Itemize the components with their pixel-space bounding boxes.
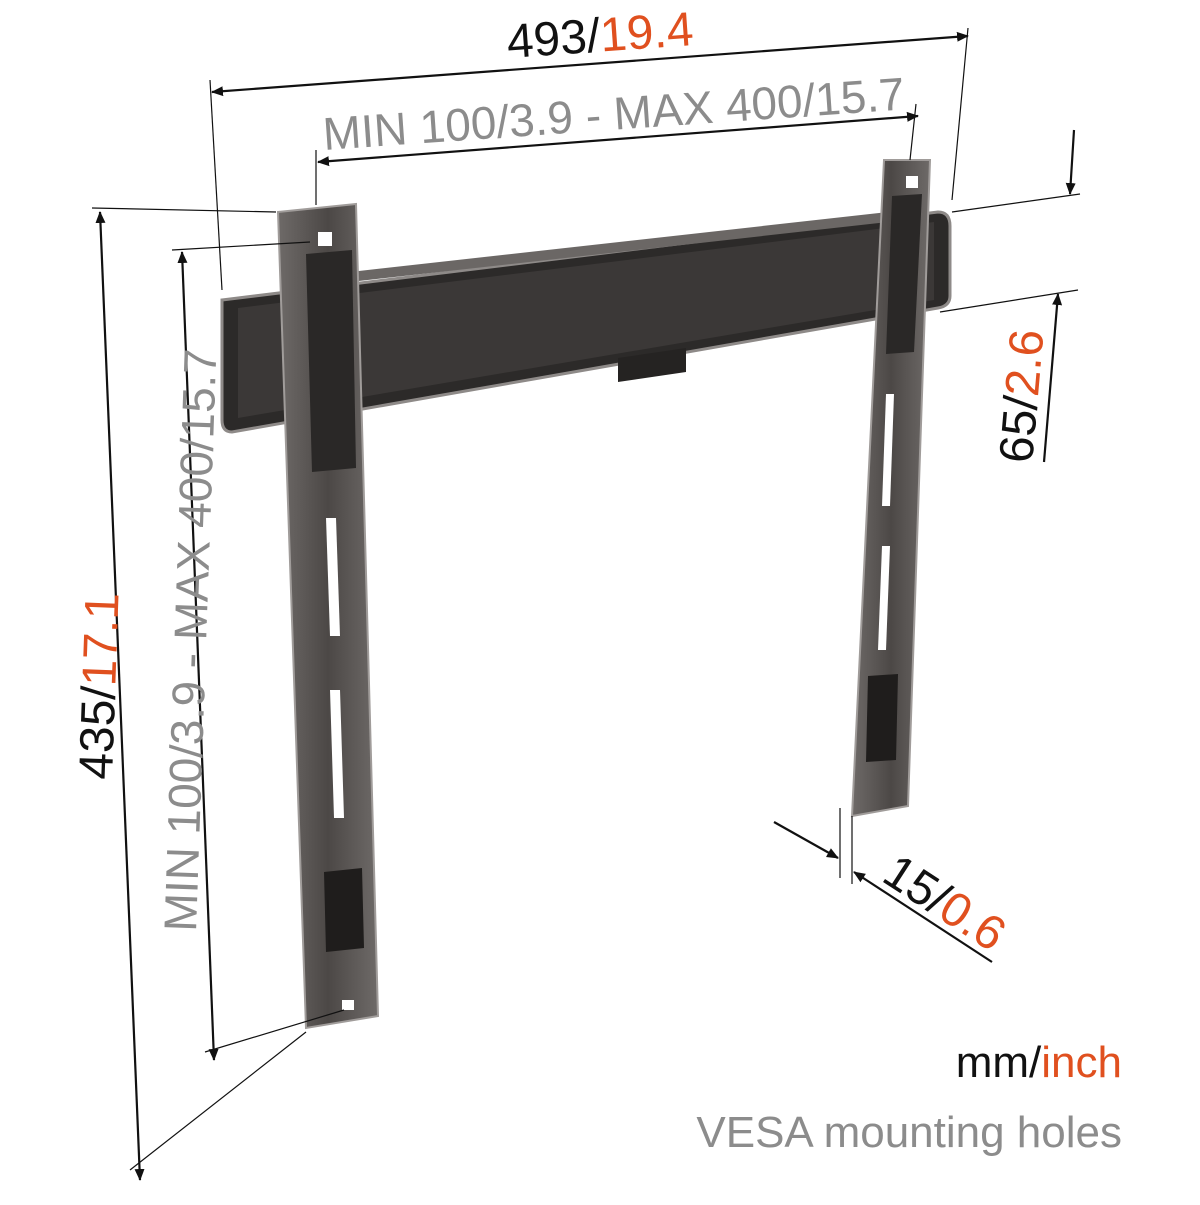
dim-depth-line-bottom [1042,293,1063,463]
left-rail-pad [306,250,356,472]
dim-vesa-v-line [177,251,219,1061]
left-rail-hole-bottom [342,1000,354,1010]
dim-vesa-v-ext-bottom [204,1009,345,1053]
dim-height-line [95,211,145,1181]
legend-units: mm/inch [956,1038,1122,1088]
left-rail-slot-2 [330,690,344,818]
dim-height-ext-top [91,207,277,213]
right-rail-lock [866,674,898,762]
right-rail-pad [886,194,922,354]
left-rail-slot-1 [326,518,340,636]
dim-vesa-v-ext-top [171,241,311,251]
legend-units-inch: inch [1041,1038,1122,1087]
dim-vesa-vertical: MIN 100/3.9 - MAX 400/15.7 [154,241,345,1061]
dim-profile-depth: 15/0.6 [773,808,1015,963]
dim-vesa-h-min-inch: 3.9 [507,91,574,147]
dim-height: 435/17.1 [70,207,307,1181]
dim-vesa-h-ext-right [909,103,917,161]
dim-width-mm: 493/ [505,10,603,69]
dim-width-ext-left [209,79,223,291]
dim-profile-line-out [853,871,993,963]
right-rail [850,159,932,818]
dim-depth-ext-top [951,193,1081,213]
right-rail-slot-1 [882,394,894,506]
dim-width-inch: 19.4 [598,3,695,62]
dim-vesa-v-max-inch: 15.7 [171,348,226,439]
right-rail-hole-top [906,176,918,188]
left-rail-hole-top [318,232,332,246]
right-rail-slot-2 [878,546,890,650]
wall-plate [220,210,952,434]
left-rail [276,202,380,1030]
dim-depth-inch: 2.6 [996,327,1055,398]
dim-width-line [211,31,969,97]
dim-width: 493/19.4 [209,3,969,291]
dim-vesa-v-label: MIN 100/3.9 - MAX 400/15.7 [154,348,226,932]
dim-height-mm: 435/ [70,685,126,781]
left-rail-lock [324,868,364,952]
dim-vesa-h-max-inch: 15.7 [813,67,906,125]
legend-units-mm: mm/ [955,1038,1042,1087]
dim-profile-line-in [773,821,839,859]
dim-height-label: 435/17.1 [70,592,129,781]
wall-plate-bar [238,222,934,418]
dim-width-ext-right [951,27,969,201]
dim-wall-depth: 65/2.6 [939,129,1081,465]
dim-vesa-h-line [317,111,919,167]
dim-depth-label: 65/2.6 [990,327,1054,465]
wall-plate-tab [618,348,686,382]
dim-depth-line-top [1065,129,1076,195]
dim-vesa-v-max: - MAX 400/ [163,437,223,682]
dim-height-ext-bottom [129,1031,307,1171]
dim-vesa-horizontal: MIN 100/3.9 - MAX 400/15.7 [315,67,919,205]
dim-vesa-v-min: MIN 100/ [154,744,212,933]
dim-vesa-h-max: - MAX 400/ [571,74,817,143]
dim-vesa-h-label: MIN 100/3.9 - MAX 400/15.7 [321,67,906,160]
dim-vesa-v-min-inch: 3.9 [161,680,215,746]
wall-plate-edge [350,212,888,282]
dim-width-label: 493/19.4 [505,3,695,69]
dim-profile-label: 15/0.6 [874,845,1015,962]
dim-height-inch: 17.1 [73,592,129,687]
dim-depth-mm: 65/ [990,393,1049,465]
legend-vesa: VESA mounting holes [696,1108,1122,1157]
